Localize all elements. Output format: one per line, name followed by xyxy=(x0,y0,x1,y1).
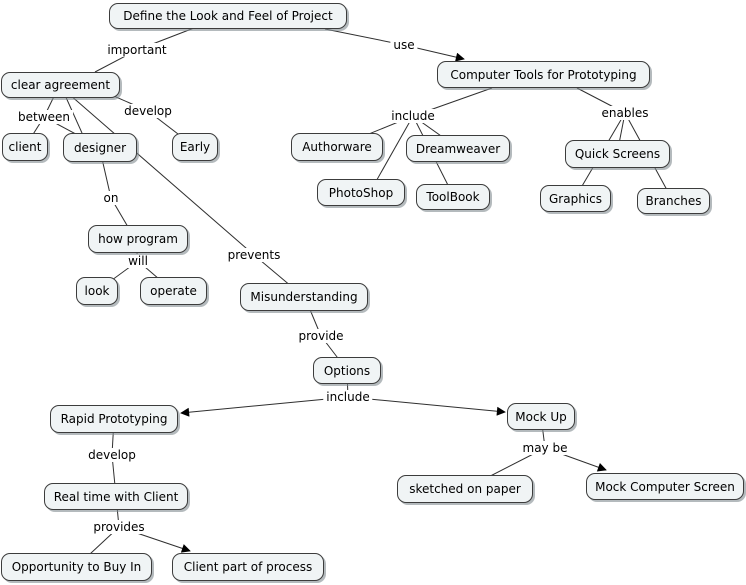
link-label-develop-bottom[interactable]: develop xyxy=(85,448,139,462)
concept-node-branches[interactable]: Branches xyxy=(637,188,710,214)
concept-node-how-program[interactable]: how program xyxy=(88,225,188,253)
link-label-will[interactable]: will xyxy=(125,254,151,268)
concept-node-early[interactable]: Early xyxy=(172,133,218,161)
link-label-may-be[interactable]: may be xyxy=(519,441,571,455)
concept-node-designer[interactable]: designer xyxy=(63,133,137,162)
link-label-use[interactable]: use xyxy=(390,38,418,52)
concept-node-client-process[interactable]: Client part of process xyxy=(172,553,324,581)
concept-node-clear-agreement[interactable]: clear agreement xyxy=(1,72,120,98)
concept-node-operate[interactable]: operate xyxy=(140,277,207,305)
concept-node-authorware[interactable]: Authorware xyxy=(291,133,383,161)
connection-line-30 xyxy=(347,396,506,416)
concept-node-toolbook[interactable]: ToolBook xyxy=(416,184,490,210)
link-label-on[interactable]: on xyxy=(100,191,122,205)
link-label-include-top[interactable]: include xyxy=(388,109,438,123)
concept-node-photoshop[interactable]: PhotoShop xyxy=(317,179,405,206)
link-label-provides[interactable]: provides xyxy=(90,520,148,534)
concept-node-real-time[interactable]: Real time with Client xyxy=(44,483,188,510)
concept-node-options[interactable]: Options xyxy=(313,357,381,384)
concept-node-define[interactable]: Define the Look and Feel of Project xyxy=(109,3,347,29)
connection-line-29 xyxy=(180,396,349,417)
link-label-important[interactable]: important xyxy=(104,43,170,57)
concept-node-mock-up[interactable]: Mock Up xyxy=(507,403,575,430)
link-label-enables[interactable]: enables xyxy=(598,106,652,120)
concept-node-sketched[interactable]: sketched on paper xyxy=(397,475,533,503)
concept-node-quick-screens[interactable]: Quick Screens xyxy=(565,140,670,168)
link-label-develop-top[interactable]: develop xyxy=(121,104,175,118)
concept-node-misunderstanding[interactable]: Misunderstanding xyxy=(240,283,368,311)
link-label-include-bottom[interactable]: include xyxy=(323,390,373,404)
concept-node-opportunity[interactable]: Opportunity to Buy In xyxy=(1,553,152,581)
concept-node-graphics[interactable]: Graphics xyxy=(540,185,611,212)
link-label-between[interactable]: between xyxy=(15,110,73,124)
concept-node-dreamweaver[interactable]: Dreamweaver xyxy=(406,135,510,162)
concept-node-client[interactable]: client xyxy=(2,133,48,161)
link-label-provide[interactable]: provide xyxy=(295,329,347,343)
link-label-prevents[interactable]: prevents xyxy=(224,248,284,262)
connection-line-8 xyxy=(61,87,255,256)
concept-node-computer-tools[interactable]: Computer Tools for Prototyping xyxy=(437,61,650,88)
concept-node-rapid-prototyping[interactable]: Rapid Prototyping xyxy=(50,405,178,433)
concept-node-look[interactable]: look xyxy=(76,277,118,305)
concept-node-mock-screen[interactable]: Mock Computer Screen xyxy=(586,473,744,500)
